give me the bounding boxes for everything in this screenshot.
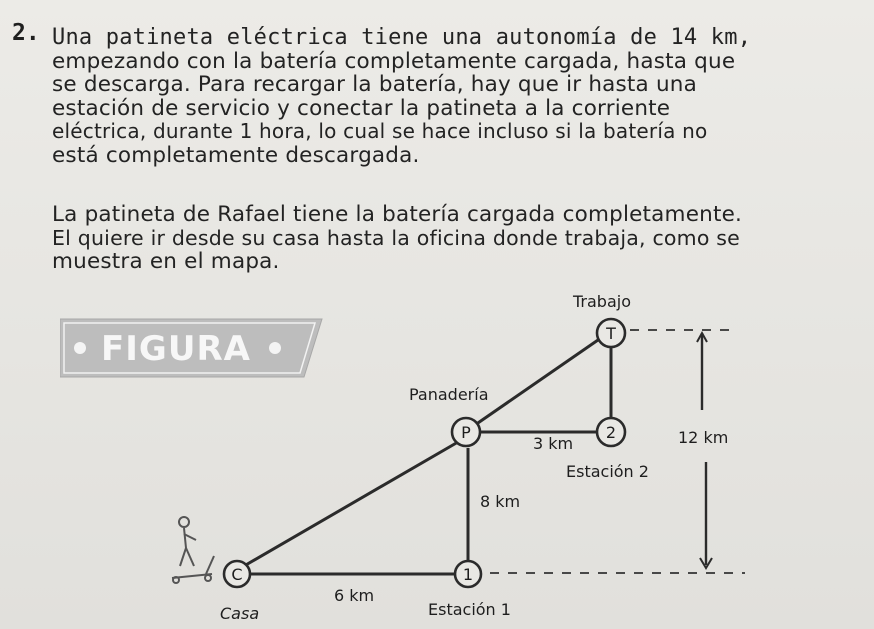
label-estacion1: Estación 1 [428,600,511,619]
paragraph-2-line: El quiere ir desde su casa hasta la ofic… [52,225,740,250]
figure-banner-label: FIGURA [101,329,251,369]
label-distance-vertical: 12 km [678,428,729,447]
banner-dot-icon [269,342,281,354]
arrow-up-icon [696,330,708,343]
paragraph-1-line: Una patineta eléctrica tiene una autonom… [52,25,752,50]
node-casa-marker: C [231,565,242,584]
figure-banner: FIGURA [60,313,326,383]
paragraph-2-line: muestra en el mapa. [52,249,280,275]
label-distance-casa-estacion1: 6 km [334,586,375,605]
paragraph-2-line: La patineta de Rafael tiene la batería c… [52,202,743,227]
label-distance-estacion1-panaderia: 8 km [480,492,521,511]
label-casa: Casa [220,604,260,623]
paragraph-1-line: empezando con la batería completamente c… [52,48,736,74]
node-trabajo-marker: T [605,324,616,343]
node-estacion2-circle [595,416,627,448]
node-casa-circle [222,559,252,589]
label-estacion2: Estación 2 [566,462,649,481]
problem-paragraph-2: La patineta de Rafael tiene la batería c… [52,203,864,274]
road-casa-panaderia [243,440,459,568]
arrow-down-icon [699,557,713,570]
scooter-rider-icon [171,516,215,584]
node-trabajo-circle [595,317,627,349]
banner-dot-icon [74,342,86,354]
node-estacion1-marker: 1 [463,565,473,584]
paragraph-1-line: está completamente descargada. [52,142,420,168]
node-estacion1-circle [453,559,483,589]
node-panaderia-circle [450,416,482,448]
paragraph-1-line: se descarga. Para recargar la batería, h… [52,72,697,98]
node-estacion2-marker: 2 [606,423,616,442]
problem-paragraph-1: Una patineta eléctrica tiene una autonom… [52,26,864,168]
label-trabajo: Trabajo [573,292,631,311]
paragraph-1-line: eléctrica, durante 1 hora, lo cual se ha… [52,119,708,144]
road-panaderia-trabajo [474,338,599,427]
node-panaderia-marker: P [461,423,471,442]
label-distance-panaderia-estacion2: 3 km [533,434,574,453]
question-number: 2. [12,20,40,46]
paragraph-1-line: estación de servicio y conectar la patin… [52,95,671,121]
label-panaderia: Panadería [409,385,489,404]
